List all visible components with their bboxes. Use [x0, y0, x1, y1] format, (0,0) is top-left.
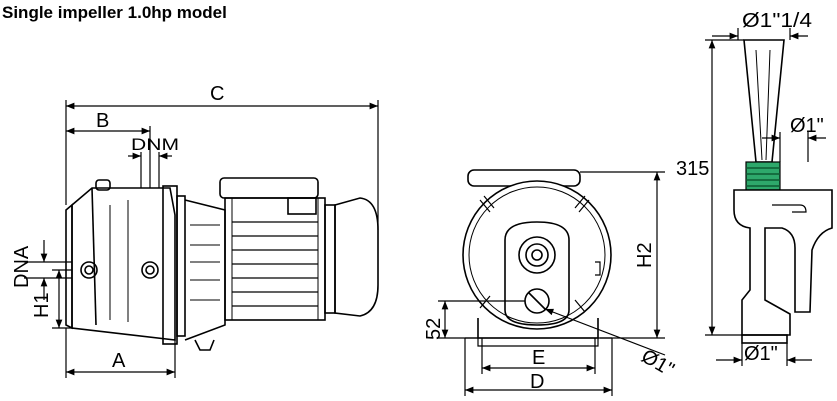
dim-label-dna: DNA	[11, 245, 33, 288]
dim-label-h2: H2	[634, 242, 656, 268]
dim-label-e: E	[532, 347, 545, 369]
side-dimensions	[24, 100, 379, 378]
dim-label-a: A	[112, 350, 126, 372]
front-dimensions	[438, 171, 666, 396]
dim-label-bottom-diameter: Ø1"	[744, 343, 778, 365]
dim-label-outlet-diameter: Ø1"	[638, 345, 678, 381]
ejector-dimensions	[705, 28, 826, 366]
dim-label-c: C	[210, 83, 224, 105]
dim-label-dnm: DNM	[131, 135, 179, 154]
dim-label-b: B	[96, 110, 109, 132]
ejector-view	[733, 39, 833, 344]
dim-label-52: 52	[423, 318, 445, 340]
dim-label-h1: H1	[31, 292, 53, 318]
dim-label-inlet-diameter: Ø1"1/4	[742, 10, 812, 32]
pump-side-view	[65, 177, 379, 351]
page-title: Single impeller 1.0hp model	[2, 3, 227, 22]
pump-front-view	[462, 169, 612, 347]
dim-label-d: D	[530, 371, 544, 393]
dim-label-315: 315	[676, 158, 709, 180]
dim-label-side-diameter: Ø1"	[790, 115, 824, 137]
